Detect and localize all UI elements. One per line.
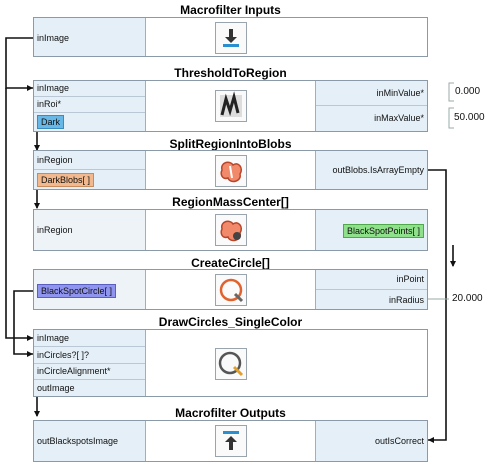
port-incircles[interactable]: inCircles?[ ]? — [34, 347, 145, 364]
split-blobs-block[interactable]: inRegion DarkBlobs[ ] outBlobs.IsArrayEm… — [33, 150, 428, 190]
port-inminvalue[interactable]: inMinValue* — [316, 81, 427, 106]
right-ports: outIsCorrect — [315, 421, 427, 461]
left-ports: BlackSpotCircle[ ] — [34, 270, 146, 309]
draw-circles-icon — [215, 348, 247, 380]
left-ports: outBlackspotsImage — [34, 421, 146, 461]
left-ports: inRegion DarkBlobs[ ] — [34, 151, 146, 189]
chip-darkblobs[interactable]: DarkBlobs[ ] — [37, 173, 95, 187]
output-chip-row: DarkBlobs[ ] — [34, 170, 145, 190]
mass-center-block[interactable]: inRegion BlackSpotPoints[ ] — [33, 209, 428, 251]
macrofilter-inputs-block[interactable]: inImage — [33, 17, 428, 57]
chip-blackspotpoints[interactable]: BlackSpotPoints[ ] — [342, 223, 424, 238]
threshold-block[interactable]: inImage inRoi* Dark inMinValue* inMaxVal… — [33, 80, 428, 132]
left-ports: inImage — [34, 18, 146, 56]
port-inimage[interactable]: inImage — [37, 32, 70, 43]
chip-blackspotcircle[interactable]: BlackSpotCircle[ ] — [37, 284, 117, 298]
port-outimage[interactable]: outImage — [37, 383, 75, 393]
port-inroi[interactable]: inRoi* — [34, 97, 145, 113]
right-ports: BlackSpotPoints[ ] — [315, 210, 427, 250]
port-inimage[interactable]: inImage — [34, 81, 145, 97]
max-value[interactable]: 50.000 — [454, 112, 485, 123]
draw-circles-block[interactable]: inImage inCircles?[ ]? inCircleAlignment… — [33, 329, 428, 397]
mass-center-icon — [215, 214, 247, 246]
min-value[interactable]: 0.000 — [455, 86, 481, 97]
create-circle-icon — [215, 274, 247, 306]
block-title-threshold: ThresholdToRegion — [174, 66, 287, 80]
port-inpoint[interactable]: inPoint — [316, 270, 427, 290]
macrofilter-outputs-block[interactable]: outBlackspotsImage outIsCorrect — [33, 420, 428, 462]
port-incirclealignment[interactable]: inCircleAlignment* — [34, 364, 145, 380]
output-chip-row: BlackSpotCircle[ ] — [34, 280, 145, 302]
output-chip-row: Dark — [34, 113, 145, 131]
port-inregion[interactable]: inRegion — [34, 151, 145, 170]
split-blobs-icon — [215, 155, 247, 187]
upload-icon — [215, 425, 247, 457]
block-title-drawcircles: DrawCircles_SingleColor — [158, 315, 303, 329]
port-inimage[interactable]: inImage — [34, 330, 145, 347]
right-ports: inPoint inRadius — [315, 270, 427, 309]
port-outiscorrect[interactable]: outIsCorrect — [374, 436, 424, 446]
block-title-createcircle: CreateCircle[] — [191, 256, 270, 270]
right-ports: outBlobs.IsArrayEmpty — [315, 151, 427, 189]
left-ports: inImage inRoi* Dark — [34, 81, 146, 131]
download-icon — [215, 22, 247, 54]
threshold-icon — [215, 90, 247, 122]
radius-value[interactable]: 20.000 — [452, 293, 483, 304]
create-circle-block[interactable]: BlackSpotCircle[ ] inPoint inRadius — [33, 269, 428, 310]
output-chip-row: BlackSpotPoints[ ] — [316, 210, 427, 251]
block-title-macrofilter-outputs: Macrofilter Outputs — [175, 406, 286, 420]
block-title-split: SplitRegionIntoBlobs — [169, 137, 292, 151]
port-outblackspotsimage[interactable]: outBlackspotsImage — [37, 436, 119, 446]
block-title-masscenter: RegionMassCenter[] — [172, 195, 289, 209]
right-ports: inMinValue* inMaxValue* — [315, 81, 427, 131]
chip-dark[interactable]: Dark — [37, 115, 65, 129]
port-inmaxvalue[interactable]: inMaxValue* — [374, 113, 424, 123]
port-outblobs-isarrayempty[interactable]: outBlobs.IsArrayEmpty — [332, 165, 424, 175]
left-ports: inImage inCircles?[ ]? inCircleAlignment… — [34, 330, 146, 396]
left-ports: inRegion — [34, 210, 146, 250]
port-inregion[interactable]: inRegion — [37, 225, 73, 235]
block-title-macrofilter-inputs: Macrofilter Inputs — [180, 3, 281, 17]
port-inradius[interactable]: inRadius — [388, 294, 424, 305]
